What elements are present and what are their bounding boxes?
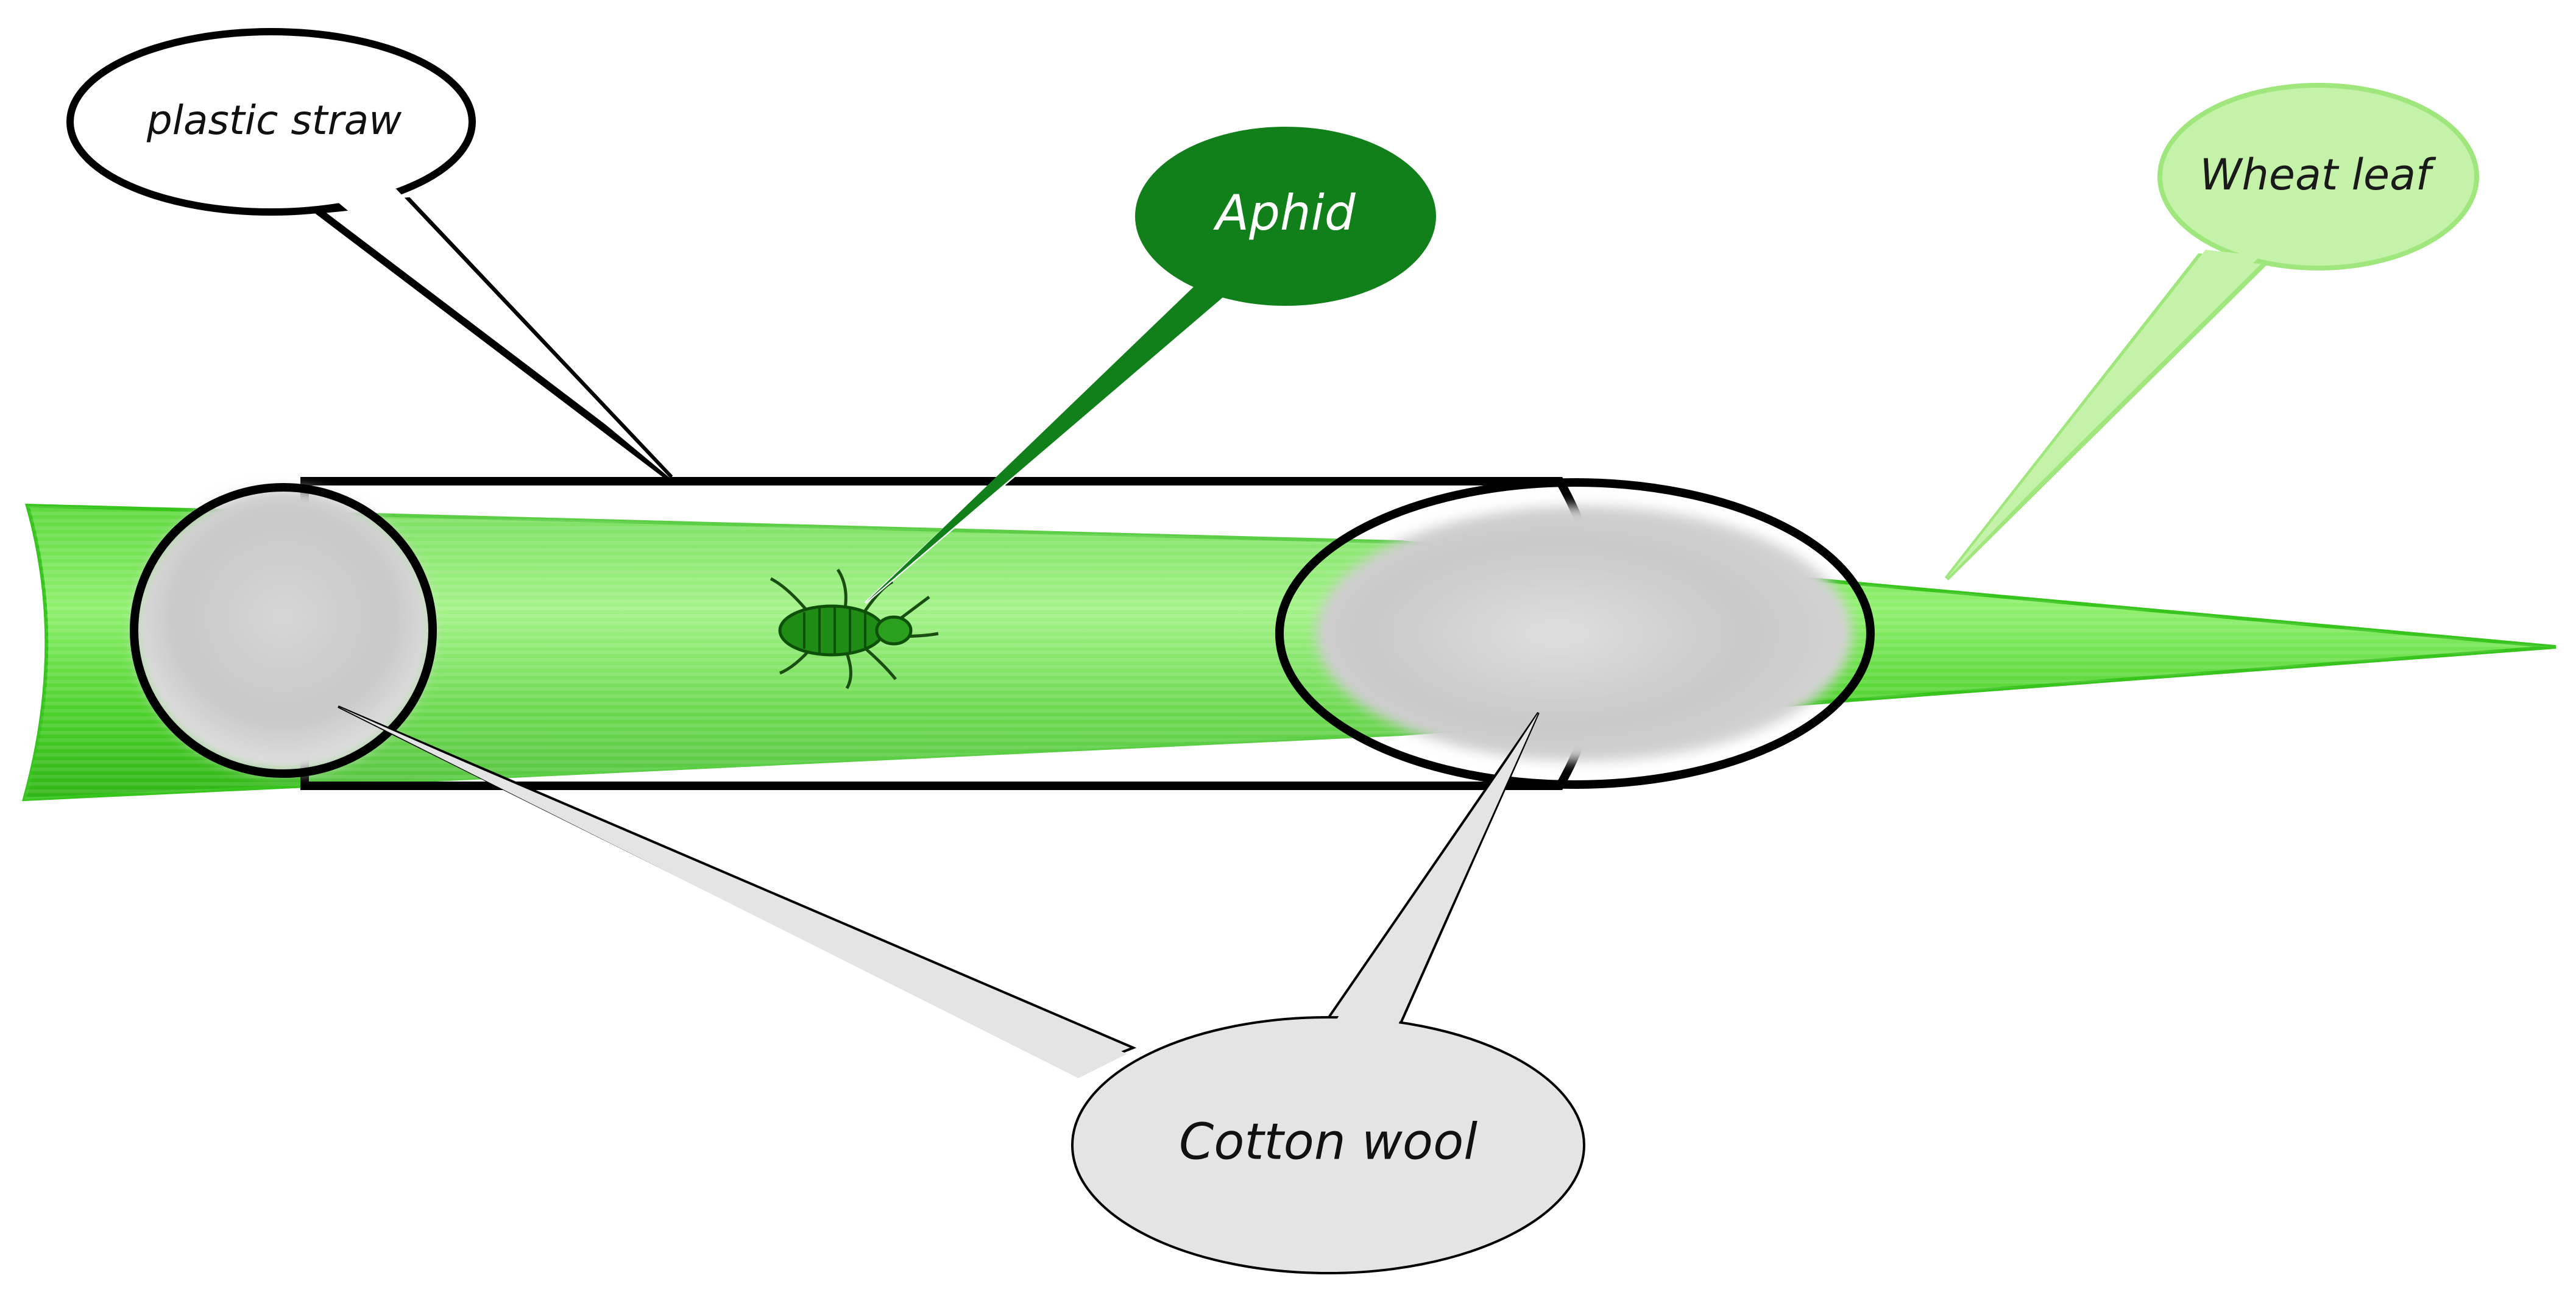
callout-wheat-leaf: Wheat leaf	[1944, 83, 2479, 581]
cotton-wool-left	[130, 483, 437, 778]
wheat-leaf	[22, 503, 2557, 802]
label-plastic-straw: plastic straw	[146, 97, 402, 144]
label-cotton-wool: Cotton wool	[1179, 1113, 1477, 1171]
label-wheat-leaf: Wheat leaf	[2199, 150, 2436, 200]
callout-cotton-wool: Cotton wool	[338, 705, 1585, 1274]
cotton-wool-right	[1275, 478, 1875, 789]
label-aphid: Aphid	[1212, 185, 1356, 241]
callout-aphid: Aphid	[864, 123, 1440, 604]
callout-plastic-straw: plastic straw	[66, 28, 673, 481]
aphid-insect	[770, 568, 939, 690]
